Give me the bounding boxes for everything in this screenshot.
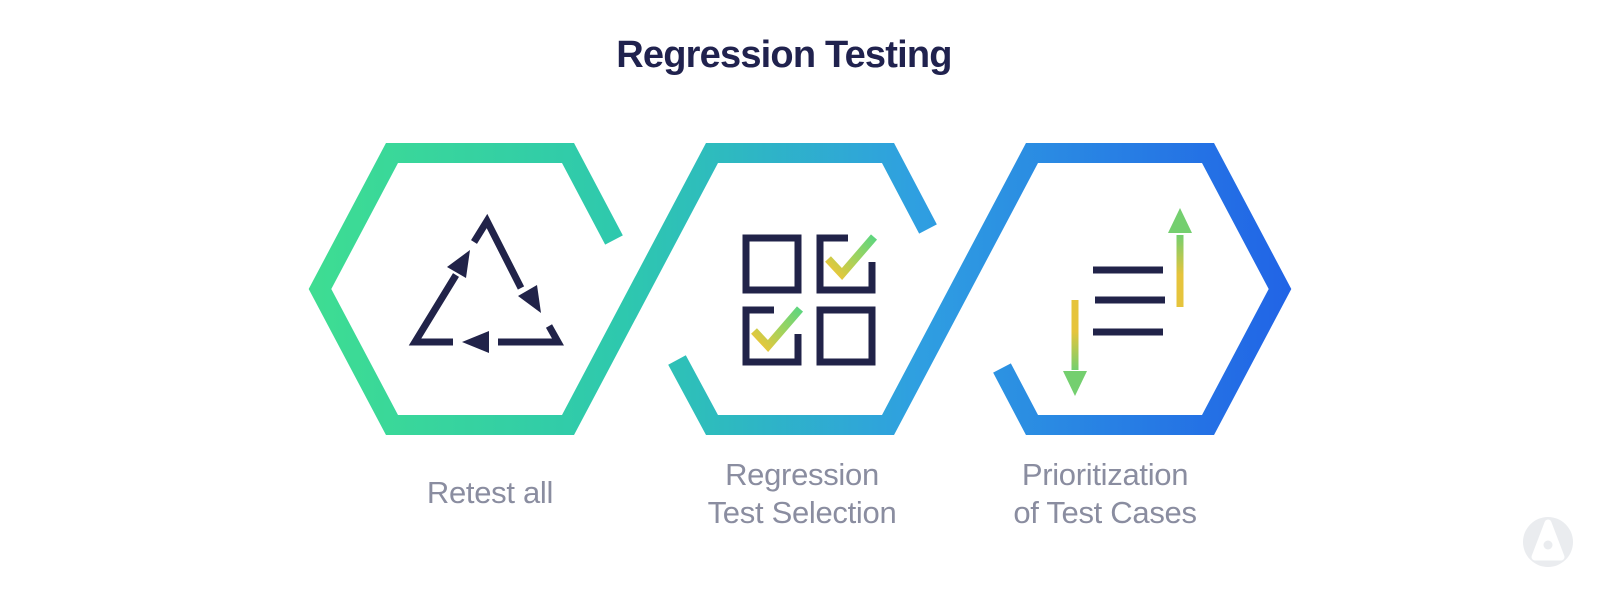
prioritization-arrows-icon [1063, 208, 1192, 396]
step-label-line: of Test Cases [1013, 495, 1197, 530]
step-label-retest-all: Retest all [426, 474, 554, 512]
retest-triangle-apex-segment [471, 213, 525, 290]
hexagon-link-path-2 [668, 143, 1292, 435]
retest-cycle-icon [408, 213, 564, 353]
retest-triangle-left-segment [408, 273, 459, 346]
step-label-line: Retest all [426, 475, 554, 510]
checkbox-bottom-right [816, 306, 876, 366]
step-label-line: Prioritization [1021, 457, 1189, 492]
step-label-line: Regression [725, 457, 879, 492]
up-arrow-head [1168, 208, 1192, 233]
retest-triangle-right-segment [498, 324, 564, 346]
page-title: Regression Testing [616, 34, 952, 76]
retest-arrowhead-left [462, 331, 489, 353]
retest-arrowhead-down-right [518, 285, 541, 313]
checkmark-bottom-left [751, 306, 804, 352]
checkbox-selection-icon [742, 234, 878, 366]
down-arrow-head [1063, 371, 1087, 396]
watermark-a-glyph [1531, 519, 1565, 561]
checkbox-bottom-left-checked [742, 306, 802, 366]
checkmark-top-right [825, 234, 878, 280]
watermark-a-dot [1543, 540, 1553, 550]
retest-arrowhead-up [447, 250, 470, 278]
hexagon-link-path-1 [308, 143, 937, 435]
checkbox-top-left [742, 234, 802, 294]
step-label-prioritization-of-test-cases: Prioritization of Test Cases [1013, 456, 1197, 532]
step-label-line: Test Selection [707, 495, 897, 530]
step-label-regression-test-selection: Regression Test Selection [708, 456, 897, 532]
hexagon-chain [308, 143, 1292, 435]
altexsoft-logo-watermark [1523, 517, 1573, 567]
checkbox-top-right-checked [816, 234, 876, 294]
